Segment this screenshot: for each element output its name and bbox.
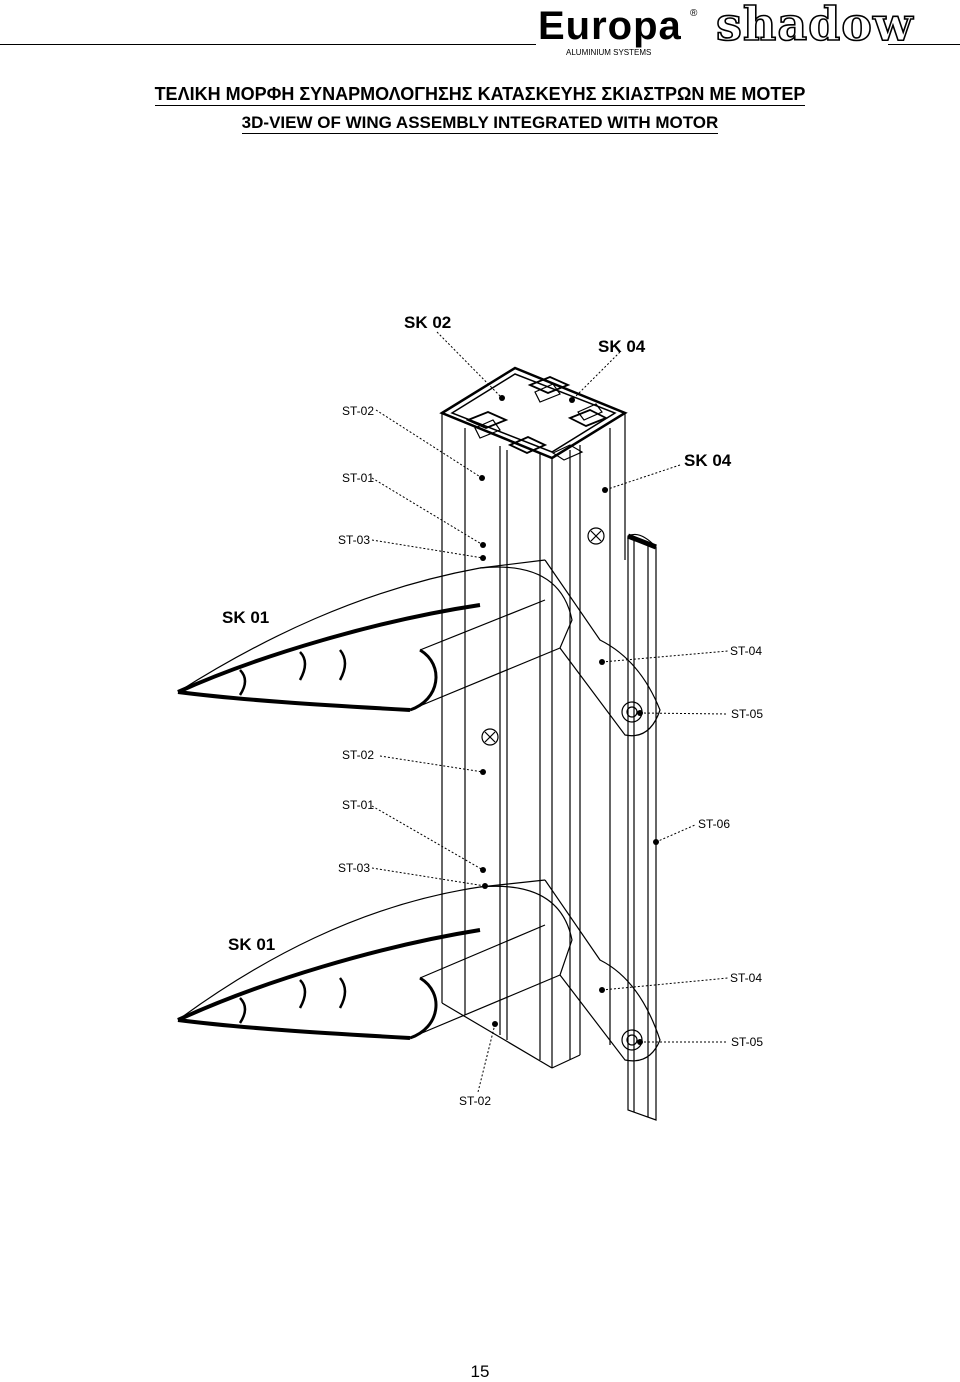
header-rule-right — [888, 44, 960, 45]
title-greek-text: ΤΕΛΙΚΗ ΜΟΡΦΗ ΣΥΝΑΡΜΟΛΟΓΗΣΗΣ ΚΑΤΑΣΚΕΥΗΣ Σ… — [154, 84, 806, 106]
label-st05-a: ST-05 — [731, 707, 763, 721]
leader-dots — [479, 395, 659, 1045]
label-st02-b: ST-02 — [342, 748, 374, 762]
label-st03-b: ST-03 — [338, 861, 370, 875]
label-st02-a: ST-02 — [342, 404, 374, 418]
title-english: 3D-VIEW OF WING ASSEMBLY INTEGRATED WITH… — [0, 113, 960, 134]
registered-mark: ® — [690, 8, 698, 19]
label-st02-c: ST-02 — [459, 1094, 491, 1108]
label-st05-b: ST-05 — [731, 1035, 763, 1049]
label-st03-a: ST-03 — [338, 533, 370, 547]
label-sk02: SK 02 — [404, 313, 451, 332]
lower-wing — [177, 879, 661, 1062]
title-english-text: 3D-VIEW OF WING ASSEMBLY INTEGRATED WITH… — [241, 113, 719, 134]
central-post — [439, 366, 628, 1069]
label-sk04-mid: SK 04 — [684, 451, 732, 470]
product-logo: shadow — [715, 0, 914, 51]
page-number: 15 — [470, 1362, 490, 1381]
label-sk01-a: SK 01 — [222, 608, 269, 627]
header-rule-left — [0, 44, 536, 45]
logo-subtitle: ALUMINIUM SYSTEMS — [566, 48, 652, 57]
label-sk04-top: SK 04 — [598, 337, 646, 356]
label-st01-b: ST-01 — [342, 798, 374, 812]
label-sk01-b: SK 01 — [228, 935, 275, 954]
label-st04-b: ST-04 — [730, 971, 762, 985]
upper-wing — [177, 559, 661, 737]
logo-text: Europa — [538, 4, 682, 48]
leader-lines — [371, 331, 729, 1093]
title-greek: ΤΕΛΙΚΗ ΜΟΡΦΗ ΣΥΝΑΡΜΟΛΟΓΗΣΗΣ ΚΑΤΑΣΚΕΥΗΣ Σ… — [0, 84, 960, 106]
label-st04-a: ST-04 — [730, 644, 762, 658]
label-st01-a: ST-01 — [342, 471, 374, 485]
label-st06: ST-06 — [698, 817, 730, 831]
motor-rod — [627, 533, 657, 1121]
